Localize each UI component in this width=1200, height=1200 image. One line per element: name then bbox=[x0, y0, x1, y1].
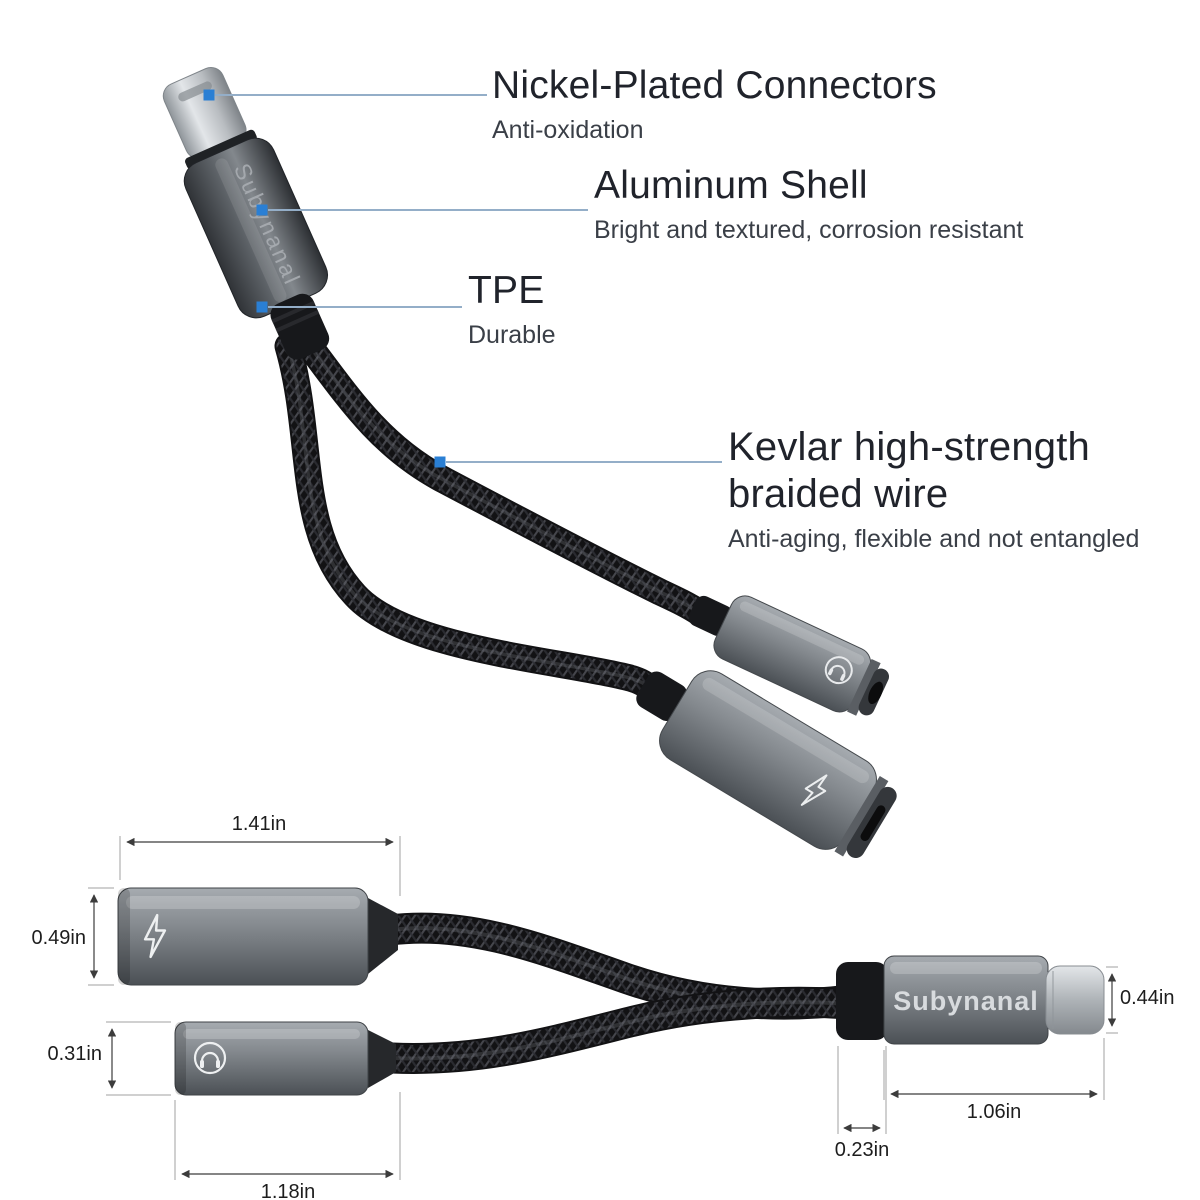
callout-nickel-plated-connectors: Nickel-Plated Connectors Anti-oxidation bbox=[492, 63, 937, 145]
charge-boot bbox=[636, 671, 688, 721]
lightning-icon bbox=[143, 913, 167, 959]
blue-dot-tpe bbox=[256, 301, 268, 313]
charge-slot bbox=[860, 805, 886, 841]
braided-cable-upper bbox=[305, 340, 700, 613]
aux-hole bbox=[868, 681, 884, 705]
headphones-icon bbox=[193, 1041, 227, 1075]
charge-port-taper bbox=[368, 898, 398, 974]
dim-plug-height: 0.44in bbox=[1120, 987, 1175, 1009]
callout-title: Nickel-Plated Connectors bbox=[492, 64, 937, 107]
callout-tpe: TPE Durable bbox=[468, 268, 556, 350]
aux-female-connector bbox=[688, 595, 890, 716]
aux-collar bbox=[847, 658, 881, 716]
dim-charge-port-length: 1.41in bbox=[232, 813, 287, 835]
callout-subtitle: Anti-aging, flexible and not entangled bbox=[728, 525, 1140, 554]
callout-kevlar-braided-wire: Kevlar high-strength braided wire Anti-a… bbox=[728, 424, 1188, 554]
audio-port-taper bbox=[368, 1030, 396, 1088]
callout-subtitle: Bright and textured, corrosion resistant bbox=[594, 216, 1024, 245]
usbc-plug: Subynanal bbox=[162, 66, 330, 360]
dim-neck-width: 0.23in bbox=[835, 1139, 890, 1161]
callout-aluminum-shell: Aluminum Shell Bright and textured, corr… bbox=[594, 163, 1023, 245]
plug-tip-nickel bbox=[1045, 965, 1105, 1035]
blue-dot-connector bbox=[203, 89, 215, 101]
callout-title: Kevlar high-strength braided wire bbox=[728, 425, 1090, 517]
charge-collar bbox=[834, 775, 889, 857]
dim-audio-port-height: 0.31in bbox=[48, 1043, 103, 1065]
dim-audio-port-length: 1.18in bbox=[261, 1181, 316, 1200]
blue-dot-wire bbox=[434, 456, 446, 468]
callout-subtitle: Anti-oxidation bbox=[492, 116, 644, 145]
callout-title: Aluminum Shell bbox=[594, 164, 868, 207]
callout-subtitle: Durable bbox=[468, 321, 556, 350]
blue-dot-shell bbox=[256, 204, 268, 216]
plug-neck-boot bbox=[836, 962, 888, 1040]
plug-tpe-boot bbox=[270, 293, 330, 360]
bottom-cable-lower bbox=[392, 1002, 850, 1058]
lightning-icon bbox=[800, 774, 828, 806]
dimension-lines bbox=[89, 837, 1117, 1179]
brand-on-plug-bottom: Subynanal bbox=[893, 986, 1039, 1016]
dim-plug-length: 1.06in bbox=[967, 1101, 1022, 1123]
charge-female-connector bbox=[636, 670, 897, 858]
charge-port-body bbox=[117, 887, 369, 986]
dim-charge-port-height: 0.49in bbox=[32, 927, 87, 949]
headphones-icon bbox=[824, 656, 853, 685]
audio-port-body bbox=[174, 1021, 369, 1096]
extension-lines bbox=[88, 836, 1118, 1180]
callout-title: TPE bbox=[468, 269, 545, 312]
callout-markers bbox=[203, 89, 446, 468]
callout-leaders bbox=[215, 94, 722, 463]
